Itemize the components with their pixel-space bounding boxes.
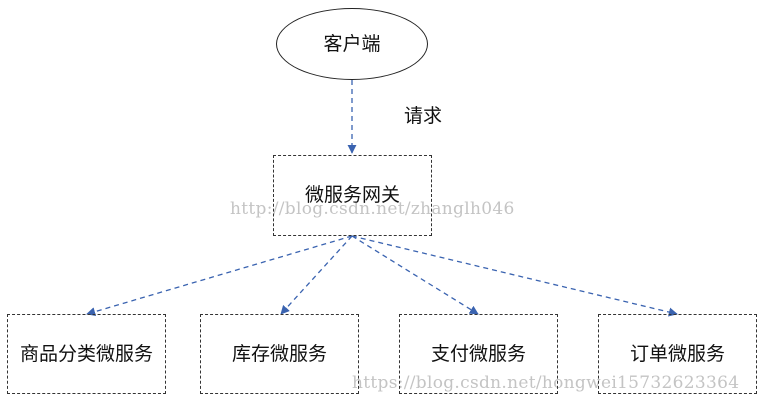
arrow-to-order-service [351,235,678,317]
inventory-service-label: 库存微服务 [231,342,327,365]
gateway-node: 微服务网关 [273,155,432,236]
watermark-bottom: https://blog.csdn.net/hongwei15732623364 [352,373,740,393]
category-service-label: 商品分类微服务 [19,342,153,365]
client-node: 客户端 [276,8,428,80]
arrow-to-category-service [86,235,353,317]
watermark-top: http://blog.csdn.net/zhanglh046 [230,199,515,219]
order-service-node: 订单微服务 [598,314,757,394]
gateway-label: 微服务网关 [304,184,400,206]
inventory-service-node: 库存微服务 [200,314,359,394]
arrow-to-inventory-service [280,235,353,315]
order-service-label: 订单微服务 [629,342,725,365]
category-service-node: 商品分类微服务 [7,314,166,394]
payment-service-node: 支付微服务 [399,314,558,394]
payment-service-label: 支付微服务 [430,342,526,365]
arrow-to-payment-service [351,235,479,315]
request-label: 请求 [404,105,443,127]
client-label: 客户端 [323,32,381,55]
